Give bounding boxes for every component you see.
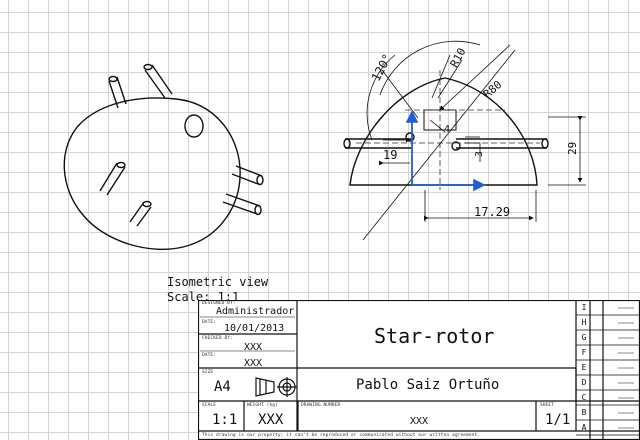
checked-by-value: XXX bbox=[244, 342, 263, 353]
iso-pin bbox=[231, 165, 264, 186]
dim-1729: 17.29 bbox=[474, 205, 510, 219]
revision-letter: A bbox=[581, 423, 587, 432]
date-label: DATE: bbox=[202, 320, 217, 325]
dim-29: 29 bbox=[566, 142, 579, 155]
revision-letter: G bbox=[581, 333, 587, 342]
revision-letter: I bbox=[581, 303, 587, 312]
designed-by-label: DESIGNED BY: bbox=[202, 301, 236, 306]
author-name: Pablo Saiz Ortuño bbox=[356, 377, 500, 393]
hole-right bbox=[451, 141, 461, 151]
dim-angle: 120° bbox=[369, 51, 395, 83]
rotor-profile bbox=[349, 77, 538, 186]
drawing-number-value: XXX bbox=[410, 416, 429, 427]
revision-letter: F bbox=[581, 348, 587, 357]
designed-by-value: Administrador bbox=[216, 306, 295, 317]
scale-value: 1:1 bbox=[212, 412, 238, 428]
iso-pin bbox=[129, 200, 152, 227]
isometric-view bbox=[63, 63, 264, 251]
iso-pin bbox=[143, 63, 173, 99]
dim-r10: R10 bbox=[448, 46, 469, 70]
drawing-title: Star-rotor bbox=[374, 324, 495, 348]
dim-4: 4 bbox=[444, 124, 450, 135]
revision-letter: C bbox=[581, 393, 587, 402]
scale-label: SCALE bbox=[202, 403, 217, 408]
checked-by-label: CHECKED BY: bbox=[202, 336, 233, 341]
projection-symbol-icon bbox=[255, 377, 297, 397]
title-block-frame bbox=[198, 300, 640, 440]
dim-r80: R80 bbox=[481, 78, 505, 101]
revision-letter: H bbox=[581, 318, 587, 327]
revision-letter: E bbox=[581, 363, 587, 372]
property-footer: This drawing is our property; it can't b… bbox=[202, 433, 481, 438]
dim-19: 19 bbox=[383, 148, 397, 162]
weight-label: WEIGHT (kg) bbox=[247, 403, 278, 408]
date2-label: DATE: bbox=[202, 353, 217, 358]
sheet-value: 1/1 bbox=[545, 412, 571, 428]
revision-letter: D bbox=[581, 378, 587, 387]
origin-axes bbox=[405, 110, 486, 192]
dim-3: 3 bbox=[474, 151, 485, 157]
iso-bore bbox=[184, 114, 204, 138]
iso-pin bbox=[222, 193, 262, 216]
sheet-label: SHEET bbox=[540, 403, 555, 408]
size-label: SIZE bbox=[202, 370, 214, 375]
iso-body bbox=[63, 97, 241, 251]
size-value: A4 bbox=[214, 379, 231, 395]
iso-pin bbox=[108, 75, 127, 109]
iso-view-label: Isometric view bbox=[167, 275, 269, 289]
date2-value: XXX bbox=[244, 358, 263, 369]
center-lines bbox=[356, 70, 540, 190]
construction bbox=[362, 40, 586, 241]
revision-letter: B bbox=[581, 408, 587, 417]
title-block: DESIGNED BY: Administrador DATE: 10/01/2… bbox=[198, 300, 640, 440]
front-view bbox=[343, 77, 549, 186]
date-value: 10/01/2013 bbox=[224, 323, 285, 334]
drawing-number-label: DRAWING NUMBER bbox=[301, 403, 341, 408]
iso-pin bbox=[99, 161, 126, 196]
weight-value: XXX bbox=[258, 412, 284, 428]
